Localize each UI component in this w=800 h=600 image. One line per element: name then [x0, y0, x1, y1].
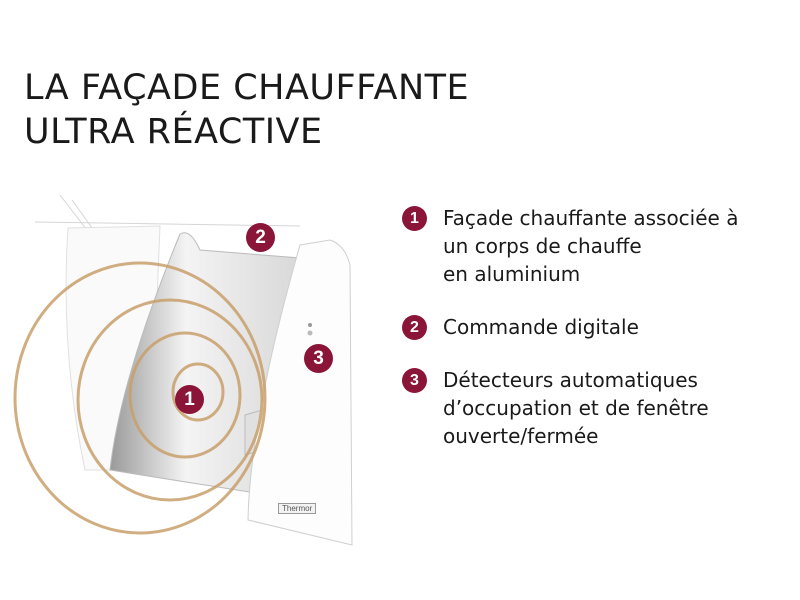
feature-text: Commande digitale — [443, 315, 639, 339]
marker-3: 3 — [304, 344, 333, 373]
feature-text: d’occupation et de fenêtre — [443, 396, 709, 420]
thermor-logo: Thermor — [278, 503, 317, 514]
title-line-2: ULTRA RÉACTIVE — [24, 112, 323, 152]
feature-item: 1 Façade chauffante associée à un corps … — [402, 204, 800, 288]
title-line-1: LA FAÇADE CHAUFFANTE — [24, 68, 470, 108]
radiator-illustration — [13, 194, 353, 546]
number-badge: 1 — [402, 206, 427, 231]
feature-text: ouverte/fermée — [443, 424, 599, 448]
feature-text: en aluminium — [443, 262, 581, 286]
heat-waves — [13, 261, 267, 535]
number-badge: 3 — [402, 368, 427, 393]
sensor-dot — [308, 323, 312, 327]
number-badge: 2 — [402, 315, 427, 340]
front-panel — [247, 239, 353, 546]
feature-item: 3 Détecteurs automatiques d’occupation e… — [402, 366, 800, 450]
page-title: LA FAÇADE CHAUFFANTE ULTRA RÉACTIVE — [24, 66, 469, 154]
marker-1: 1 — [175, 385, 204, 414]
feature-text: Détecteurs automatiques — [443, 368, 698, 392]
feature-text: un corps de chauffe — [443, 234, 642, 258]
sensor-dot — [307, 330, 313, 336]
feature-item: 2 Commande digitale — [402, 313, 800, 341]
feature-list: 1 Façade chauffante associée à un corps … — [402, 204, 800, 475]
feature-text: Façade chauffante associée à — [443, 206, 739, 230]
marker-2: 2 — [246, 223, 275, 252]
